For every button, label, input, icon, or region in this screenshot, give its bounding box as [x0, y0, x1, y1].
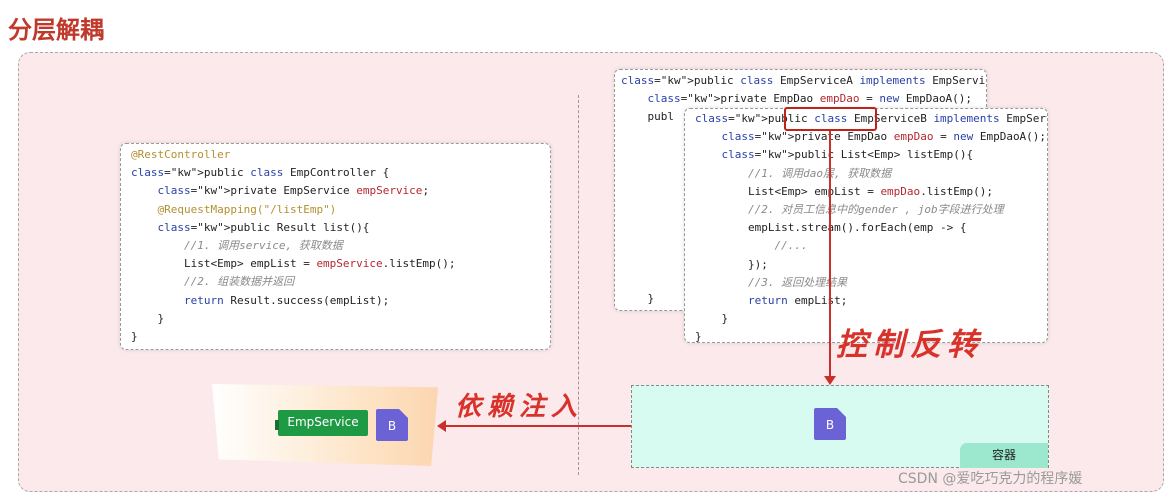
container-bean-b-icon: B	[814, 408, 846, 440]
ioc-arrowhead	[824, 376, 836, 385]
controller-code: @RestController class="kw">public class …	[131, 148, 456, 344]
vertical-divider	[578, 95, 579, 475]
container-label: 容器	[960, 443, 1048, 468]
service-b-code-card: class="kw">public class EmpServiceB impl…	[684, 108, 1048, 343]
service-b-code: class="kw">public class EmpServiceB impl…	[695, 112, 1047, 343]
ioc-label: 控制反转	[836, 327, 984, 363]
controller-code-card: @RestController class="kw">public class …	[120, 143, 551, 350]
ioc-arrow-line	[829, 131, 831, 378]
di-arrowhead	[437, 420, 446, 432]
page-title: 分层解耦	[8, 16, 104, 44]
empservice-tag: EmpService	[275, 410, 368, 436]
watermark: CSDN @爱吃巧克力的程序媛	[898, 471, 1083, 487]
di-label: 依赖注入	[455, 392, 584, 422]
highlight-box-empserviceb	[784, 107, 877, 131]
service-a-code: class="kw">public class EmpServiceA impl…	[621, 74, 986, 306]
di-arrow-line	[445, 425, 631, 427]
bean-b-icon: B	[376, 409, 408, 441]
